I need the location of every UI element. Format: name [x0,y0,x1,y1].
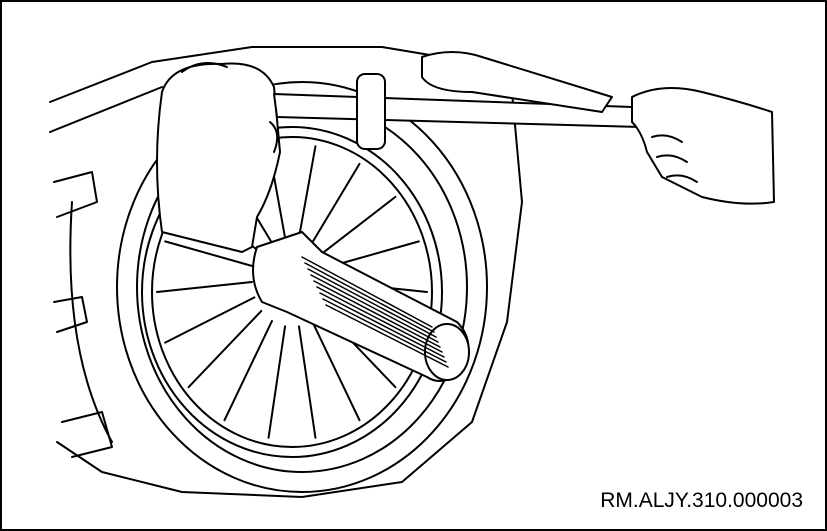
alignment-tool [252,231,470,382]
spline-line [304,262,435,333]
spring-finger [223,319,273,422]
left-hand [156,62,281,253]
spline-line [319,292,445,358]
figure-reference-code: RM.ALJY.310.000003 [600,489,803,512]
spring-finger [321,195,397,255]
spring-finger [328,240,420,268]
pressure-plate [116,81,488,493]
spline-line [310,274,439,343]
spring-finger [164,296,256,344]
spring-finger [297,145,317,239]
right-hand [631,87,775,205]
spline-line [316,286,443,353]
spring-finger [156,281,253,293]
spring-finger [311,319,361,422]
spring-finger [187,309,263,389]
spline-line [325,304,449,368]
torque-wrench [273,51,643,150]
spring-finger [297,325,317,439]
spline-line [307,268,437,338]
spline-line [322,298,447,363]
spring-finger [311,162,361,245]
spline-line [313,280,441,348]
spring-finger [164,240,256,268]
spline-line [301,256,433,328]
clutch-housing [49,46,523,498]
spring-finger [267,325,287,439]
